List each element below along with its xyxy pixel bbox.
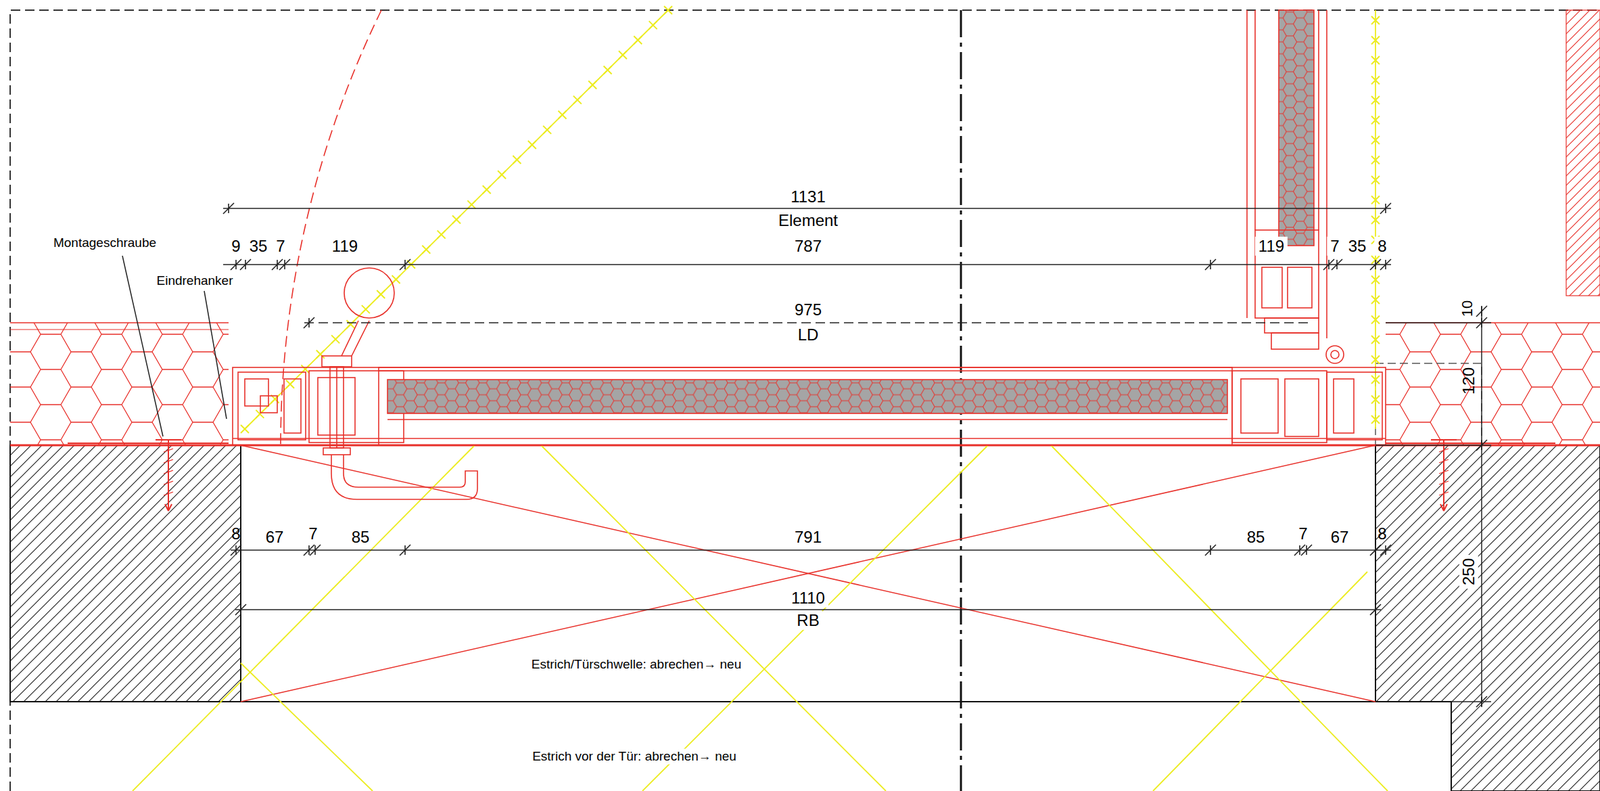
construction-cross bbox=[1371, 335, 1380, 344]
construction-cross bbox=[588, 81, 597, 90]
construction-cross bbox=[452, 215, 461, 224]
construction-cross bbox=[1371, 196, 1380, 205]
dimension-label: LD bbox=[797, 325, 820, 344]
construction-cross bbox=[573, 96, 582, 105]
construction-cross bbox=[1371, 76, 1380, 85]
construction-cross bbox=[633, 35, 642, 44]
construction-cross bbox=[603, 65, 613, 74]
construction-cross bbox=[392, 275, 401, 284]
construction-cross bbox=[1371, 116, 1380, 125]
construction-cross bbox=[1371, 215, 1380, 224]
dimension-value: 7 bbox=[1326, 236, 1343, 256]
construction-cross bbox=[1371, 355, 1380, 364]
construction-cross bbox=[664, 6, 673, 15]
construction-cross bbox=[649, 20, 658, 30]
dimension-value: 85 bbox=[1246, 528, 1266, 546]
dimension-value: 119 bbox=[331, 237, 359, 255]
dimension-value: 1110 bbox=[787, 588, 829, 608]
construction-cross bbox=[1371, 36, 1380, 45]
dimension-value: 67 bbox=[1330, 528, 1350, 546]
dimension-value: 8 bbox=[1376, 524, 1387, 543]
construction-cross bbox=[1371, 16, 1380, 25]
construction-cross bbox=[1371, 156, 1380, 165]
construction-cross bbox=[543, 125, 552, 134]
construction-cross bbox=[1371, 56, 1380, 65]
construction-cross bbox=[467, 200, 476, 209]
construction-cross bbox=[482, 185, 491, 194]
construction-cross bbox=[618, 50, 627, 59]
construction-cross bbox=[1371, 135, 1380, 145]
dimension-value: 35 bbox=[1345, 236, 1371, 256]
dimension-value: 67 bbox=[265, 528, 285, 546]
dimension-value: 1131 bbox=[789, 187, 827, 206]
dimension-value: 791 bbox=[793, 528, 823, 546]
dimension-value: 35 bbox=[248, 237, 269, 255]
dimension-value: 975 bbox=[793, 300, 823, 319]
construction-cross bbox=[437, 230, 446, 239]
dimension-value: 10 bbox=[1459, 299, 1476, 318]
dimension-label: Element bbox=[777, 211, 839, 230]
construction-cross bbox=[316, 349, 325, 358]
construction-cross bbox=[1371, 395, 1380, 404]
construction-cross bbox=[240, 424, 249, 433]
construction-cross bbox=[1371, 415, 1380, 424]
construction-cross bbox=[331, 334, 340, 343]
dimension-value: 7 bbox=[275, 237, 286, 255]
dimension-value: 9 bbox=[230, 237, 241, 255]
dimension-value: 120 bbox=[1460, 366, 1478, 395]
construction-cross bbox=[1371, 175, 1380, 184]
dimension-label: RB bbox=[793, 610, 823, 630]
construction-cross bbox=[376, 290, 385, 299]
dimension-value: 250 bbox=[1459, 554, 1479, 589]
construction-cross bbox=[1371, 275, 1380, 285]
construction-cross bbox=[1371, 315, 1380, 324]
construction-cross bbox=[361, 304, 370, 314]
dimension-value: 7 bbox=[1297, 524, 1308, 543]
dimension-value: 787 bbox=[793, 237, 823, 255]
callout-label: Montageschraube bbox=[52, 236, 157, 251]
note: Estrich vor der Tür: abrechen→ neu bbox=[528, 748, 740, 765]
construction-cross bbox=[1371, 96, 1380, 105]
construction-cross bbox=[558, 110, 567, 120]
note: Estrich/Türschwelle: abrechen→ neu bbox=[528, 656, 745, 673]
construction-cross bbox=[512, 155, 521, 164]
construction-cross bbox=[497, 170, 506, 179]
construction-cross bbox=[421, 245, 431, 254]
dimension-value: 85 bbox=[350, 528, 371, 546]
dimension-value: 8 bbox=[1374, 236, 1390, 256]
dimension-value: 119 bbox=[1255, 236, 1288, 256]
dimension-value: 8 bbox=[230, 524, 241, 543]
construction-cross bbox=[346, 319, 356, 328]
construction-cross bbox=[1371, 375, 1380, 384]
construction-cross bbox=[1371, 295, 1380, 304]
callout-label: Eindrehanker bbox=[155, 273, 234, 289]
construction-cross bbox=[286, 380, 295, 389]
construction-cross bbox=[528, 140, 537, 149]
dimension-value: 7 bbox=[307, 524, 318, 543]
